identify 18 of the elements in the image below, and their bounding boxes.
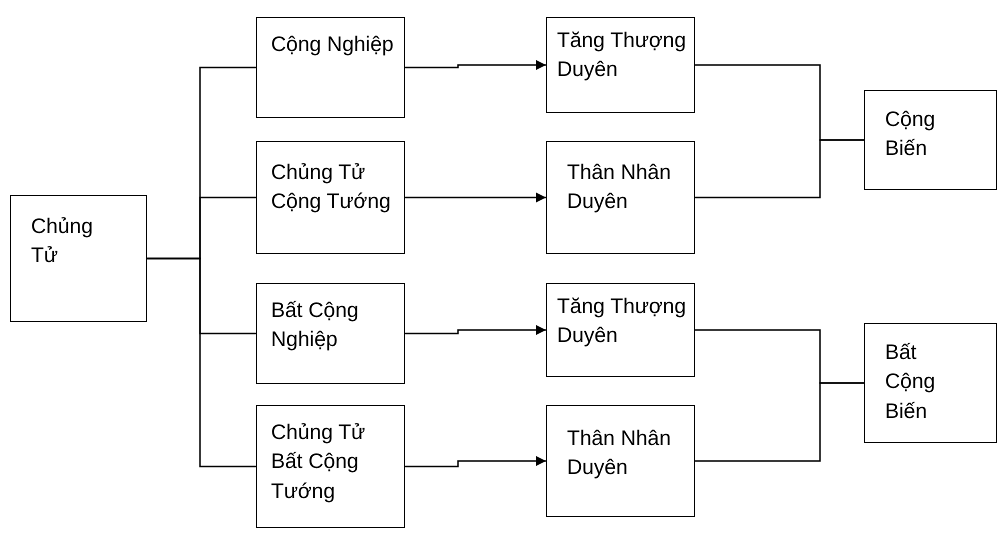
connector-line [695,139,864,198]
text-box: Thân Nhân Duyên [546,141,695,254]
arrow [405,60,546,70]
text-box: Thân Nhân Duyên [546,405,695,517]
text-box: Chủng Tử [10,195,147,322]
arrow [405,192,546,202]
connector-line [695,382,864,462]
arrow [405,456,546,468]
text-box: Cộng Biến [864,90,997,190]
arrow [405,325,546,335]
text-box: Chủng Tử Cộng Tướng [256,141,405,254]
text-box: Cộng Nghiệp [256,17,405,118]
text-box: Chủng Tử Bất Cộng Tướng [256,405,405,528]
text-box: Bất Cộng Nghiệp [256,283,405,384]
text-box: Tăng Thượng Duyên [546,283,695,377]
text-box: Tăng Thượng Duyên [546,17,695,113]
text-box: Bất Cộng Biến [864,323,997,443]
connector-line [147,258,256,468]
